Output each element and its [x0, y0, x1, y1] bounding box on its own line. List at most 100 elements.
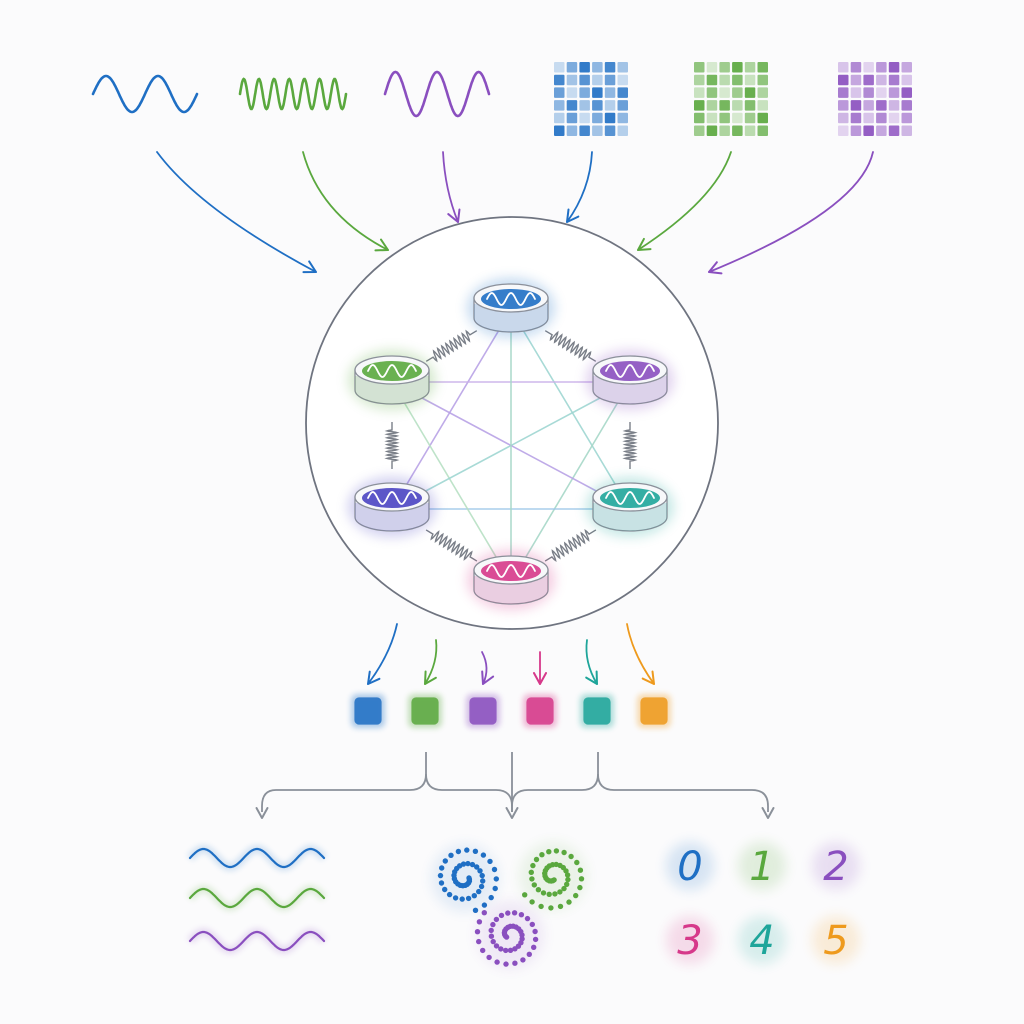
grid-cell: [604, 87, 616, 98]
spiral-dot: [529, 921, 535, 928]
route-to-waves: [261, 752, 427, 812]
spiral-dot: [538, 903, 544, 910]
grid-cell: [876, 125, 887, 136]
readout-arrow-head: [424, 670, 437, 685]
spiral-dot: [498, 912, 505, 919]
output-wave-green: [187, 885, 327, 911]
grid-cell: [719, 100, 730, 111]
node-liquid: [600, 488, 660, 508]
grid-cell: [706, 62, 718, 73]
spiral-dot: [524, 915, 531, 922]
node-tint: [474, 304, 548, 332]
route-right-to-mid: [511, 752, 599, 807]
spiral-dot: [557, 889, 563, 895]
spiral-dot: [487, 858, 493, 865]
spiral-dot: [481, 910, 487, 916]
readout-arrow-head: [532, 672, 548, 685]
output-wave-purple: [187, 928, 327, 954]
spiral-dot: [477, 868, 483, 874]
spiral-dot: [469, 861, 476, 868]
node-upper-right: [586, 350, 674, 410]
internal-connection: [510, 309, 631, 510]
grid-cell: [694, 125, 705, 136]
grid-cell: [604, 125, 616, 136]
grid-cell: [566, 74, 578, 86]
spiral-dot: [573, 892, 579, 899]
spiral-dot: [480, 852, 487, 858]
grid-cell: [706, 87, 718, 98]
spiral-dot: [448, 852, 454, 858]
grid-cell: [706, 125, 718, 136]
grid-cell: [566, 100, 578, 111]
spiral-dot: [532, 936, 539, 943]
grid-cell: [901, 62, 912, 73]
grid-cell: [719, 74, 730, 86]
grid-cell: [694, 112, 705, 124]
grid-cell: [838, 100, 849, 111]
spiral-dot: [503, 947, 509, 954]
grid-cell: [617, 112, 628, 124]
grid-cell: [888, 125, 900, 136]
spiral-dot: [566, 899, 572, 905]
digit-label: 2: [823, 844, 848, 890]
grid-cell: [850, 100, 862, 111]
spiral-dot: [476, 938, 482, 945]
spiral-dot: [476, 919, 483, 925]
input-arrow: [637, 151, 732, 251]
spiral-dot: [530, 862, 536, 869]
output-digit-4: 4: [738, 916, 786, 964]
node-liquid: [481, 561, 541, 581]
grid-cell: [876, 74, 887, 86]
purple-grid: [838, 62, 912, 136]
output-wave-line: [188, 930, 326, 952]
spiral-dot: [490, 921, 496, 928]
grid-cell: [838, 125, 849, 136]
spiral-dot: [493, 876, 499, 882]
spiral-dot: [565, 876, 571, 883]
readout-unit-teal: [583, 697, 611, 725]
spiral-dot: [577, 867, 584, 873]
spiral-dot: [528, 869, 534, 875]
readout-arrow: [367, 623, 398, 685]
digit-glow: [666, 842, 714, 890]
spiral-dot: [519, 932, 525, 938]
digit-label: 1: [749, 844, 774, 890]
spiral-dot: [476, 888, 482, 895]
grid-cell: [554, 100, 565, 111]
grid-cell: [566, 125, 578, 136]
spiral-dot: [465, 860, 471, 867]
grid-cell: [876, 100, 887, 111]
grid-cell: [617, 74, 628, 86]
grid-cell: [901, 87, 912, 98]
spiral-dot: [529, 876, 535, 882]
input-arrow-head: [447, 208, 461, 223]
grid-cell: [732, 112, 743, 124]
readout-unit-blue: [354, 697, 382, 725]
grid-cell: [694, 74, 705, 86]
readout-arrow-head: [585, 670, 598, 685]
output-digit-0: 0: [666, 842, 714, 890]
output-spiral-green: [519, 842, 587, 911]
grid-cell: [617, 100, 628, 111]
node-wave: [605, 364, 655, 378]
grid-cell: [579, 62, 590, 73]
grid-cell: [706, 100, 718, 111]
spiral-dot: [531, 944, 537, 950]
node-tint: [593, 503, 667, 531]
spiral-dot: [471, 893, 477, 899]
grid-cell: [617, 87, 628, 98]
node-top: [467, 278, 555, 338]
grid-cell: [901, 74, 912, 86]
grid-cell: [876, 62, 887, 73]
node-wave: [605, 491, 655, 505]
node-tint: [355, 376, 429, 404]
grid-cell: [850, 125, 862, 136]
grid-cell: [592, 62, 603, 73]
green-grid: [694, 62, 768, 136]
spiral-dot: [520, 957, 526, 963]
output-wave-blue: [187, 845, 327, 871]
grid-cell: [863, 87, 874, 98]
grid-cell: [694, 87, 705, 98]
spiral-dot: [493, 916, 500, 923]
output-digit-1: 1: [738, 842, 786, 890]
